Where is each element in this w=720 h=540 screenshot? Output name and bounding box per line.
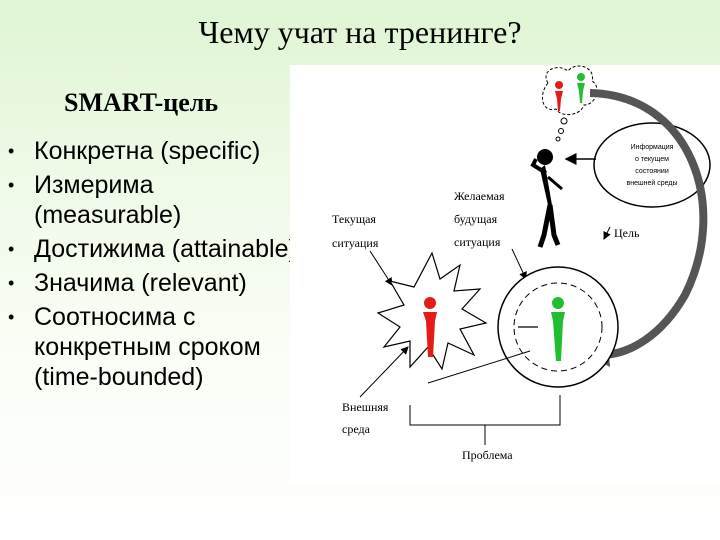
current-situation-starburst xyxy=(376,251,488,371)
slide-title: Чему учат на тренинге? xyxy=(198,14,522,50)
list-item: • Достижима (attainable) xyxy=(4,234,300,264)
current-label-1: Текущая xyxy=(332,212,376,226)
info-label-1: Информация xyxy=(631,144,674,151)
goal-label: Цель xyxy=(614,226,640,240)
thought-dots-icon xyxy=(555,117,568,142)
environment-label-1: Внешняя xyxy=(342,400,389,414)
bullet-text: Соотносима с конкретным сроком (time-bou… xyxy=(34,303,261,391)
list-item: • Соотносима с конкретным сроком (time-bo… xyxy=(4,302,300,392)
bullet-icon: • xyxy=(8,273,15,293)
bullet-text: Измерима (measurable) xyxy=(34,171,182,229)
desired-pointer xyxy=(511,248,527,280)
problem-bracket xyxy=(409,395,561,426)
thought-red-figure-icon xyxy=(555,81,563,111)
info-label-2: о текущем xyxy=(635,156,669,163)
desired-green-figure-icon xyxy=(551,297,565,361)
desired-situation-inner xyxy=(513,282,603,372)
bullet-icon: • xyxy=(8,307,15,327)
goal-pointer xyxy=(603,226,611,240)
desired-label-2: будущая xyxy=(454,212,498,226)
environment-pointer xyxy=(359,346,409,398)
environment-label-2: среда xyxy=(342,422,371,436)
desired-label-1: Желаемая xyxy=(454,189,505,203)
bullet-text: Значима (relevant) xyxy=(34,269,247,297)
current-label-2: ситуация xyxy=(332,236,379,250)
list-item: • Измерима (measurable) xyxy=(4,170,300,230)
bullet-text: Конкретна (specific) xyxy=(34,137,261,165)
thinking-person-icon xyxy=(530,149,563,248)
list-item: • Конкретна (specific) xyxy=(4,136,300,166)
feedback-arrow xyxy=(589,89,708,359)
bullet-icon: • xyxy=(8,175,15,195)
slide-subtitle: SMART-цель xyxy=(64,88,219,117)
smart-criteria-list: • Конкретна (specific) • Измерима (measura… xyxy=(4,136,300,396)
current-red-figure-icon xyxy=(423,297,437,357)
list-item: • Значима (relevant) xyxy=(4,268,300,298)
info-label-4: внешней среды xyxy=(627,179,678,187)
current-pointer xyxy=(369,250,393,286)
desired-label-3: ситуация xyxy=(454,235,501,249)
current-to-desired-line xyxy=(427,350,531,384)
thought-green-figure-icon xyxy=(577,73,585,103)
bullet-text: Достижима (attainable) xyxy=(34,235,297,263)
thought-bubble-icon xyxy=(541,65,598,115)
bullet-icon: • xyxy=(8,239,15,259)
bullet-icon: • xyxy=(8,141,15,161)
info-label-3: состоянии xyxy=(635,168,669,175)
goal-diagram: Информация о текущем состоянии внешней с… xyxy=(290,65,720,485)
goal-diagram-svg: Информация о текущем состоянии внешней с… xyxy=(332,65,711,462)
problem-label: Проблема xyxy=(462,448,513,462)
